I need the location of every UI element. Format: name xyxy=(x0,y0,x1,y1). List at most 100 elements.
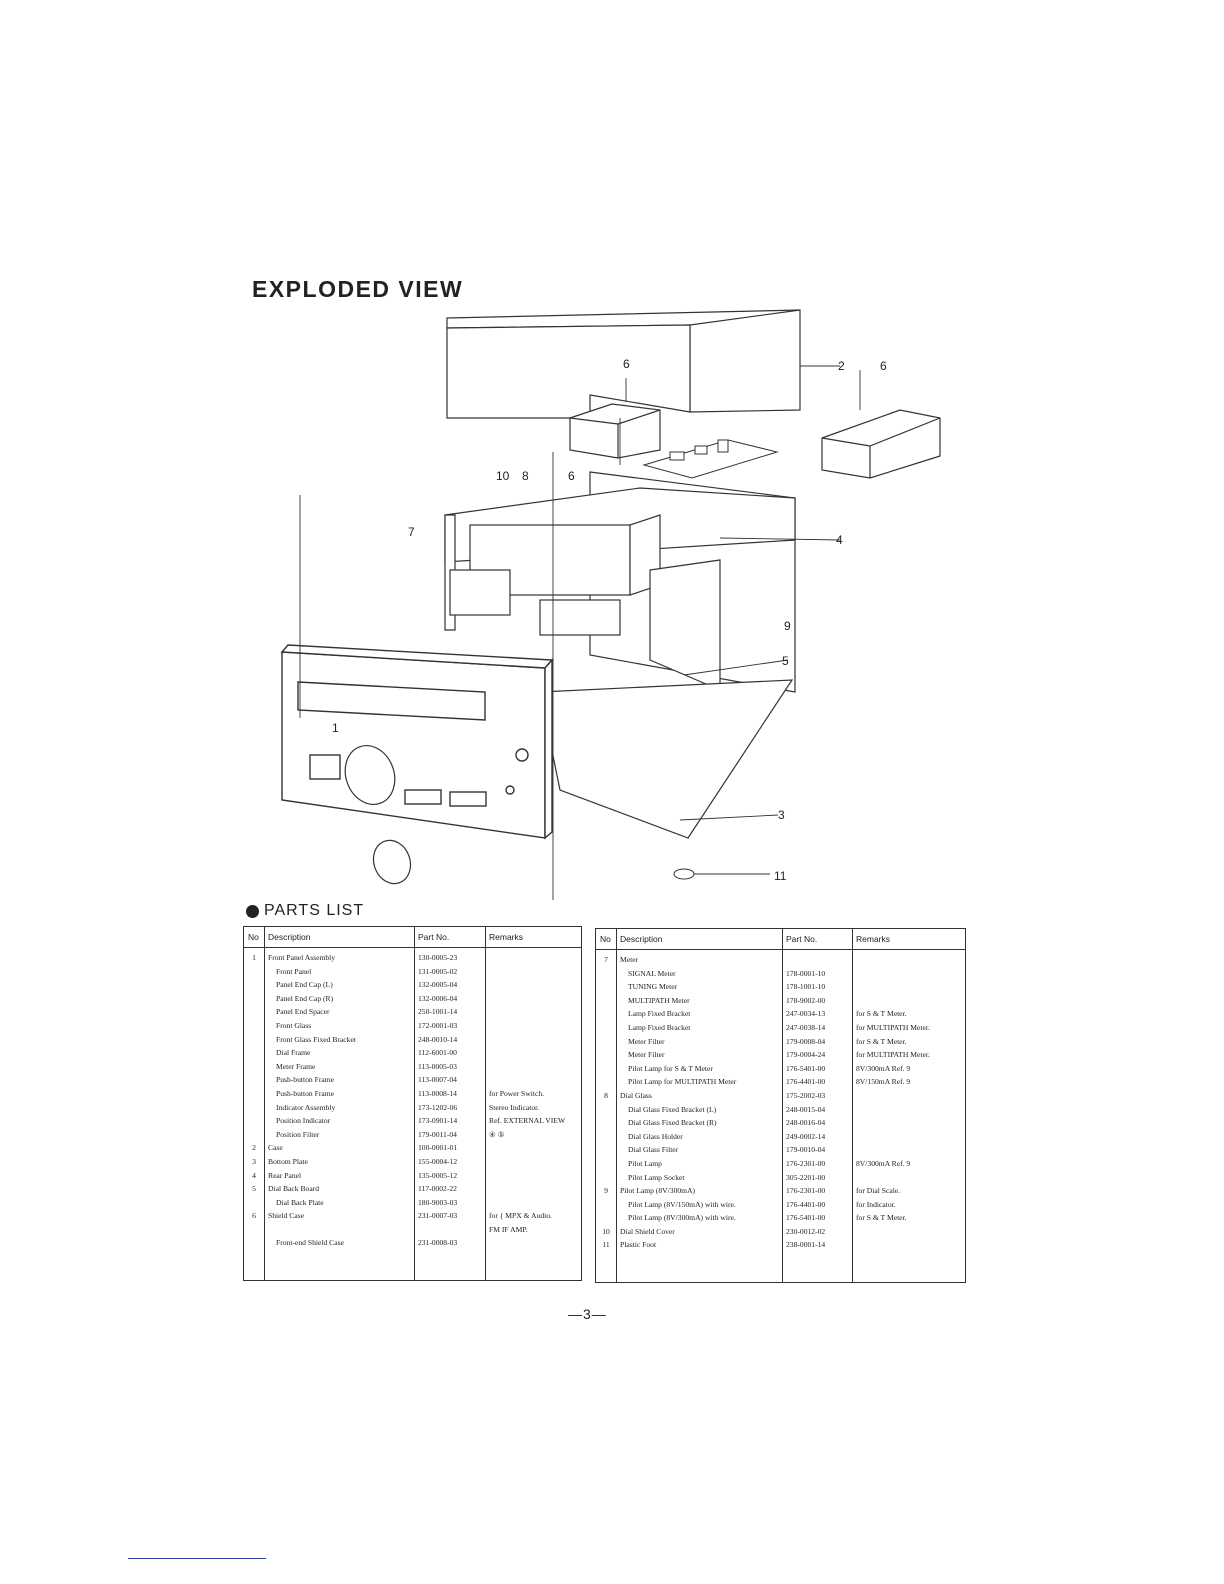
row-description: Pilot Lamp for S & T Meter xyxy=(628,1063,713,1073)
callout-label: 6 xyxy=(623,357,630,371)
callout-label: 7 xyxy=(408,525,415,539)
row-no xyxy=(244,1046,264,1060)
row-remarks: 8V/300mA Ref. 9 xyxy=(856,1158,911,1168)
row-description: Pilot Lamp (8V/300mA) xyxy=(620,1186,696,1196)
row-part-no: 176-2301-00 xyxy=(786,1158,826,1168)
row-description: Panel End Cap (L) xyxy=(276,980,333,990)
row-remarks: for S & T Meter. xyxy=(856,1036,907,1046)
page-title: EXPLODED VIEW xyxy=(252,276,464,302)
row-description: Position Filter xyxy=(276,1129,320,1139)
row-part-no: 176-2301-00 xyxy=(786,1186,826,1196)
row-part-no: 230-0012-02 xyxy=(786,1226,826,1236)
row-part-no: 131-0005-02 xyxy=(418,966,458,976)
row-no: 4 xyxy=(252,1170,256,1180)
row-description: Pilot Lamp (8V/150mA) with wire. xyxy=(628,1199,736,1209)
callout-label: 9 xyxy=(784,619,791,633)
plastic-foot xyxy=(673,868,695,880)
parts-list-heading-text: PARTS LIST xyxy=(264,902,365,919)
row-description: Meter Frame xyxy=(276,1061,316,1071)
row-part-no: 250-1001-14 xyxy=(418,1007,458,1017)
row-part-no: 173-1202-06 xyxy=(418,1102,458,1112)
row-no: 10 xyxy=(602,1226,610,1236)
row-part-no: 238-0001-14 xyxy=(786,1240,826,1250)
row-part-no: 178-1001-10 xyxy=(786,982,826,992)
row-part-no: 179-0010-04 xyxy=(786,1145,826,1155)
row-description: Shield Case xyxy=(268,1211,305,1221)
row-description: Push-button Frame xyxy=(276,1088,335,1098)
row-remarks: for Power Switch. xyxy=(489,1088,545,1098)
row-part-no: 176-5401-00 xyxy=(786,1063,826,1073)
row-remarks: 8V/300mA Ref. 9 xyxy=(856,1063,911,1073)
row-no xyxy=(596,1062,616,1076)
col-remarks: Remarks xyxy=(489,932,524,942)
page-number: —3— xyxy=(568,1306,607,1322)
callout-label: 6 xyxy=(568,469,575,483)
row-description: Case xyxy=(268,1143,283,1153)
row-no xyxy=(596,1116,616,1130)
row-remarks xyxy=(485,992,581,1006)
row-no xyxy=(244,1101,264,1115)
row-remarks xyxy=(485,1060,581,1074)
table-row: Pilot Lamp for S & T Meter 176-5401-00 8V/… xyxy=(596,1062,965,1076)
table-row: Push-button Frame 113-0008-14 for Power Sw… xyxy=(244,1087,581,1101)
row-description: Push-button Frame xyxy=(276,1075,335,1085)
row-no: 2 xyxy=(252,1143,256,1153)
row-description: Front-end Shield Case xyxy=(276,1238,344,1248)
row-description: Front Glass xyxy=(276,1020,312,1030)
row-description: Dial Glass Fixed Bracket (R) xyxy=(628,1118,717,1128)
exploded-view-drawing: 1 2 3 4 5 6 6 6 7 8 9 10 11 xyxy=(280,309,941,900)
table-row: Panel End Cap (L)132-0005-04 xyxy=(244,978,581,992)
row-part-no: 130-0005-23 xyxy=(418,953,458,962)
row-no: 3 xyxy=(252,1156,256,1166)
row-part-no: 113-0008-14 xyxy=(418,1088,457,1098)
row-part-no xyxy=(414,1223,485,1237)
row-remarks xyxy=(852,994,967,1008)
table-row: Pilot Lamp (8V/300mA) with wire.176-5401… xyxy=(596,1211,965,1225)
row-no: 9 xyxy=(604,1186,608,1196)
row-no xyxy=(244,1196,264,1210)
row-part-no: 179-0008-04 xyxy=(786,1036,826,1046)
row-no xyxy=(244,1033,264,1047)
row-part-no: 179-0004-24 xyxy=(786,1050,826,1060)
row-no xyxy=(596,1103,616,1117)
row-part-no: 175-2002-03 xyxy=(786,1090,826,1100)
parts-list-heading: PARTS LIST xyxy=(246,902,364,920)
row-remarks xyxy=(852,1171,967,1185)
row-description: Pilot Lamp (8V/300mA) with wire. xyxy=(628,1213,736,1223)
row-description: Meter xyxy=(620,955,639,964)
callout-label: 11 xyxy=(774,869,787,883)
row-no xyxy=(244,1005,264,1019)
table-row: Dial Glass Fixed Bracket (R)248-0016-04 xyxy=(596,1116,965,1130)
row-no xyxy=(244,1019,264,1033)
row-description: Dial Glass Holder xyxy=(628,1131,683,1141)
table-header: No Description Part No. Remarks xyxy=(596,929,965,950)
row-no xyxy=(244,965,264,979)
shield-case-right xyxy=(821,409,941,479)
knobs xyxy=(344,745,412,885)
row-no: 7 xyxy=(604,955,608,964)
row-description: Lamp Fixed Bracket xyxy=(628,1009,691,1019)
row-remarks xyxy=(485,1155,581,1169)
row-no xyxy=(244,978,264,992)
row-part-no: 179-0011-04 xyxy=(418,1129,457,1139)
row-remarks xyxy=(485,1073,581,1087)
row-remarks xyxy=(852,1238,967,1252)
table-row: FM IF AMP. xyxy=(244,1223,581,1237)
row-description: Pilot Lamp Socket xyxy=(628,1172,685,1182)
row-remarks: for S & T Meter. xyxy=(856,1009,907,1019)
row-part-no: 231-0008-03 xyxy=(418,1238,458,1248)
row-description xyxy=(264,1223,414,1237)
row-part-no: 113-0007-04 xyxy=(418,1075,457,1085)
